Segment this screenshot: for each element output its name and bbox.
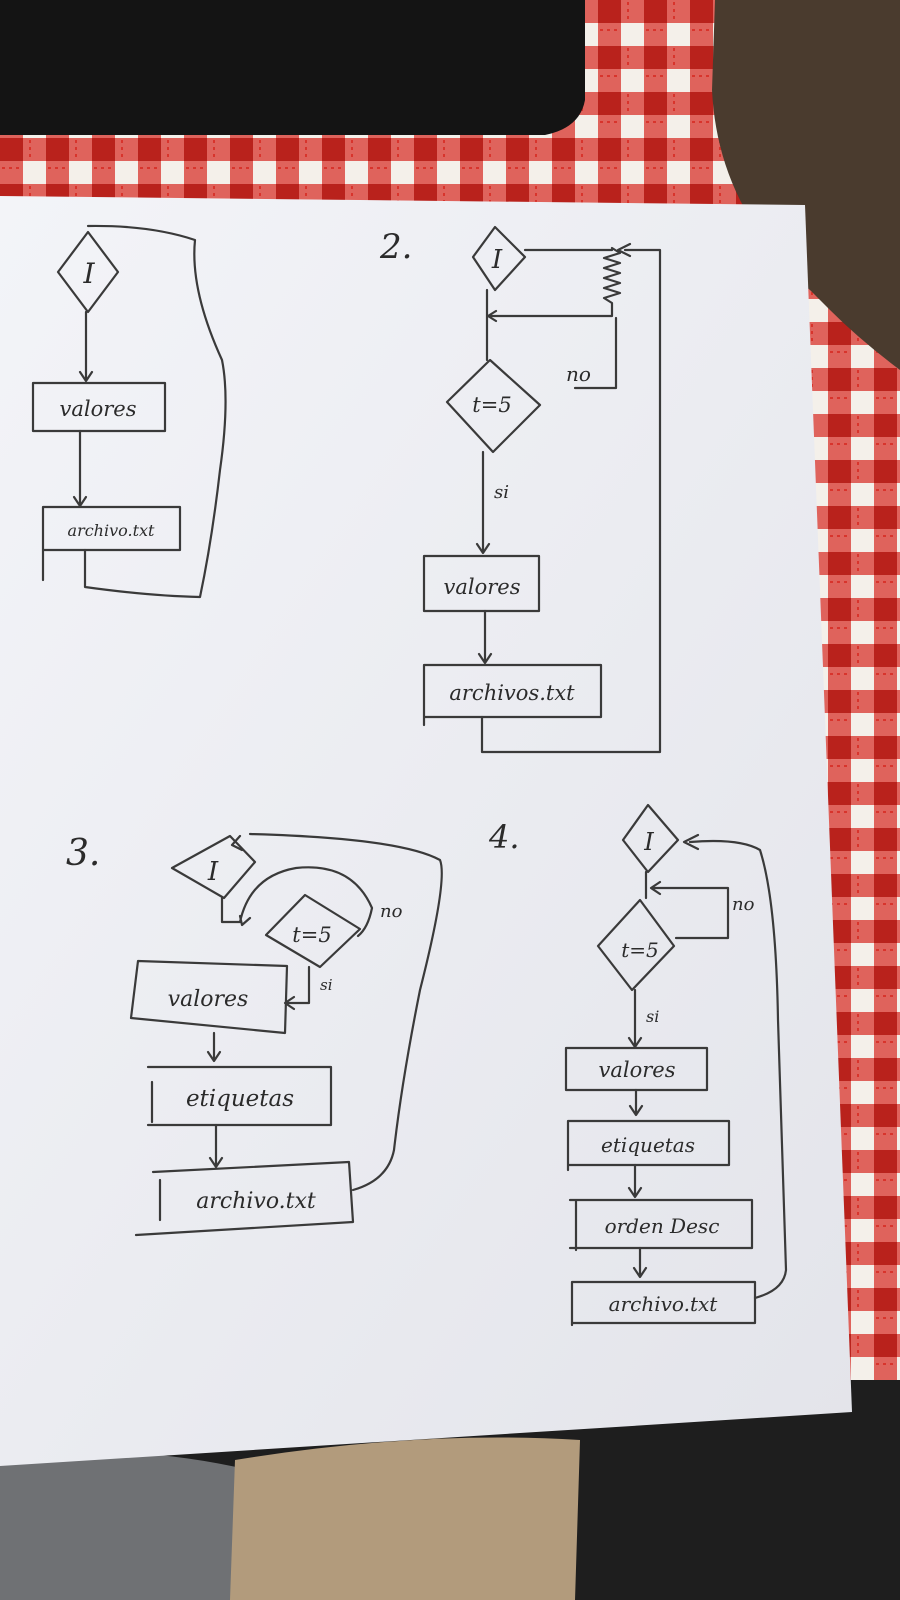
gray-cloth: [0, 1452, 250, 1600]
step-label: valores: [168, 987, 249, 1012]
connector: [628, 1088, 644, 1117]
no-loop: [649, 880, 730, 940]
start-label: I: [643, 828, 654, 856]
step-label: etiquetas: [601, 1133, 695, 1157]
step-label: archivo.txt: [68, 521, 156, 540]
data-box: [422, 663, 603, 727]
start-diamond: [621, 803, 680, 874]
flowchart-3: 3. I t=5 no si valores etiquetas archivo…: [66, 832, 443, 1237]
decision-diamond: [445, 358, 542, 454]
flowchart-2: 2. I t=5 no si valores archivos.txt: [379, 225, 662, 754]
paper-sheet: [0, 196, 852, 1466]
data-box: [41, 505, 182, 582]
loop-line: [480, 242, 662, 754]
decision-diamond: [596, 898, 676, 992]
yes-label: si: [494, 482, 509, 503]
connector: [208, 1123, 224, 1169]
no-label: no: [380, 901, 403, 922]
step-label: etiquetas: [186, 1086, 294, 1112]
loop-line: [230, 832, 443, 1192]
step-label: archivo.txt: [196, 1189, 316, 1214]
connector: [477, 609, 493, 665]
step-label: orden Desc: [605, 1214, 720, 1238]
step-label: valores: [599, 1058, 676, 1082]
step-label: valores: [444, 575, 521, 599]
resistor-loop: [486, 246, 622, 390]
data-box: [134, 1160, 355, 1237]
yes-label: si: [646, 1007, 659, 1026]
yes-label: si: [320, 976, 333, 994]
flowchart-1: I valores archivo.txt: [31, 224, 227, 599]
step-label: valores: [60, 397, 137, 421]
data-box: [146, 1065, 333, 1127]
no-label: no: [732, 894, 755, 915]
data-box: [566, 1119, 731, 1172]
condition-label: t=5: [292, 923, 331, 947]
start-label: I: [207, 857, 219, 887]
condition-label: t=5: [621, 938, 659, 962]
loop-line: [83, 224, 227, 599]
process-box: [129, 959, 289, 1035]
data-box: [568, 1198, 754, 1252]
connector: [206, 1031, 222, 1063]
start-diamond: [471, 225, 527, 292]
connector: [627, 1163, 643, 1199]
start-diamond: [56, 230, 120, 314]
flowchart-4: 4. I t=5 no si valores etiquetas orden D…: [488, 803, 788, 1327]
condition-label: t=5: [472, 393, 511, 417]
no-label: no: [566, 362, 591, 386]
start-label: I: [82, 257, 95, 290]
diagram-number: 4.: [488, 818, 520, 856]
connector: [78, 310, 94, 383]
diagram-number: 3.: [66, 833, 100, 874]
diagram-number: 2.: [379, 227, 412, 267]
start-diamond: [170, 834, 257, 900]
connector: [475, 450, 491, 555]
dark-object: [0, 0, 585, 135]
data-box: [570, 1280, 757, 1327]
lap-tan: [230, 1437, 580, 1600]
loop-line: [682, 833, 788, 1300]
leather-item: [712, 0, 900, 370]
decision-diamond: [264, 893, 362, 969]
step-label: archivo.txt: [609, 1292, 719, 1316]
process-box: [422, 554, 541, 613]
loop-arc: [220, 866, 374, 938]
step-label: archivos.txt: [449, 681, 575, 705]
start-label: I: [491, 245, 503, 275]
connector: [632, 1246, 648, 1279]
process-box: [31, 381, 167, 433]
